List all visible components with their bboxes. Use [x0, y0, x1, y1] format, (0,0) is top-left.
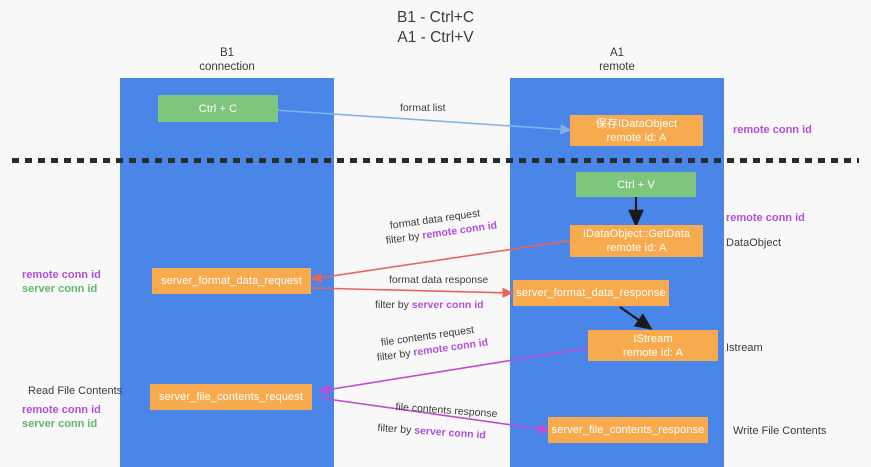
- label-format-data-response: format data response: [389, 273, 488, 287]
- left-label-read-file-contents-text: Read File Contents: [28, 385, 123, 397]
- box-ctrl-c[interactable]: Ctrl + C: [158, 95, 278, 122]
- right-label-istream: Istream: [726, 341, 763, 355]
- right-label-remote-conn-id-getdata-text: remote conn id: [726, 212, 805, 224]
- right-label-data-object: DataObject: [726, 236, 781, 250]
- left-label-server-conn-id-format: server conn id: [22, 283, 98, 295]
- box-server-file-contents-response[interactable]: server_file_contents_response: [548, 417, 708, 443]
- label-file-contents-response: file contents response: [395, 400, 498, 421]
- box-ctrl-c-label: Ctrl + C: [198, 102, 238, 115]
- label-format-list: format list: [400, 101, 446, 115]
- box-server-format-data-request[interactable]: server_format_data_request: [152, 268, 311, 294]
- box-store-idataobject-line1: 保存IDataObject: [595, 117, 678, 130]
- right-label-remote-conn-id-top: remote conn id: [733, 123, 812, 137]
- title-line-1: B1 - Ctrl+C: [396, 9, 475, 26]
- left-label-read-file-contents: Read File Contents: [28, 384, 122, 398]
- label-format-data-response-text: format data response: [389, 274, 489, 286]
- lane-header-a1-subtitle: remote: [599, 61, 635, 73]
- left-label-server-conn-id-file: server conn id: [22, 418, 98, 430]
- left-label-remote-conn-id-format: remote conn id: [22, 269, 101, 281]
- label-file-contents-response-text: file contents response: [395, 400, 498, 421]
- label-file-contents-response-filter-key: server conn id: [413, 424, 487, 442]
- box-istream-line1: IStream: [633, 332, 673, 345]
- box-store-idataobject-line2: remote id: A: [606, 131, 667, 144]
- left-label-remote-conn-id-file: remote conn id: [22, 404, 101, 416]
- right-label-write-file-contents: Write File Contents: [733, 424, 826, 438]
- label-format-list-text: format list: [400, 102, 446, 114]
- box-getdata-line1: IDataObject::GetData: [582, 228, 691, 240]
- box-ctrl-v[interactable]: Ctrl + V: [576, 172, 696, 197]
- lane-header-b1: B1 connection: [120, 46, 334, 74]
- lane-header-b1-subtitle: connection: [199, 61, 255, 73]
- label-format-data-request-filter-prefix: filter by: [385, 229, 424, 247]
- box-server-file-contents-request-label: server_file_contents_request: [158, 391, 304, 403]
- box-istream-line2: remote id: A: [623, 346, 683, 359]
- title-line-2: A1 - Ctrl+V: [397, 29, 474, 46]
- box-getdata[interactable]: IDataObject::GetData remote id: A: [570, 225, 703, 257]
- phase-divider: [12, 158, 859, 163]
- box-ctrl-v-label: Ctrl + V: [617, 178, 655, 191]
- right-label-remote-conn-id-top-text: remote conn id: [733, 124, 812, 136]
- label-format-data-response-filter-key: server conn id: [411, 299, 484, 311]
- lane-header-a1: A1 remote: [510, 46, 724, 74]
- label-file-contents-response-filter: filter by server conn id: [377, 421, 486, 443]
- right-label-data-object-text: DataObject: [726, 237, 782, 249]
- box-server-file-contents-request[interactable]: server_file_contents_request: [150, 384, 312, 410]
- right-label-remote-conn-id-getdata: remote conn id: [726, 211, 805, 225]
- label-format-data-response-filter-prefix: filter by: [375, 299, 412, 311]
- box-server-format-data-response-label: server_format_data_response: [516, 287, 666, 299]
- arrow-format-data-response: [311, 287, 514, 298]
- box-server-format-data-request-label: server_format_data_request: [161, 275, 302, 287]
- right-label-istream-text: Istream: [726, 342, 763, 354]
- page-title: B1 - Ctrl+C A1 - Ctrl+V: [0, 8, 871, 48]
- box-server-format-data-response[interactable]: server_format_data_response: [513, 280, 669, 306]
- right-label-write-file-contents-text: Write File Contents: [733, 425, 827, 437]
- box-getdata-line2: remote id: A: [606, 242, 667, 254]
- lane-header-a1-title: A1: [609, 47, 625, 59]
- box-store-idataobject[interactable]: 保存IDataObject remote id: A: [570, 115, 703, 146]
- label-format-data-response-filter: filter by server conn id: [375, 298, 484, 312]
- lane-header-b1-title: B1: [219, 47, 235, 59]
- box-server-file-contents-response-label: server_file_contents_response: [551, 424, 705, 436]
- left-label-format-conn-ids: remote conn id server conn id: [22, 268, 101, 296]
- label-file-contents-request-filter-prefix: filter by: [376, 346, 415, 364]
- label-file-contents-response-filter-prefix: filter by: [377, 421, 415, 437]
- left-label-file-conn-ids: remote conn id server conn id: [22, 403, 101, 431]
- box-istream[interactable]: IStream remote id: A: [588, 330, 718, 361]
